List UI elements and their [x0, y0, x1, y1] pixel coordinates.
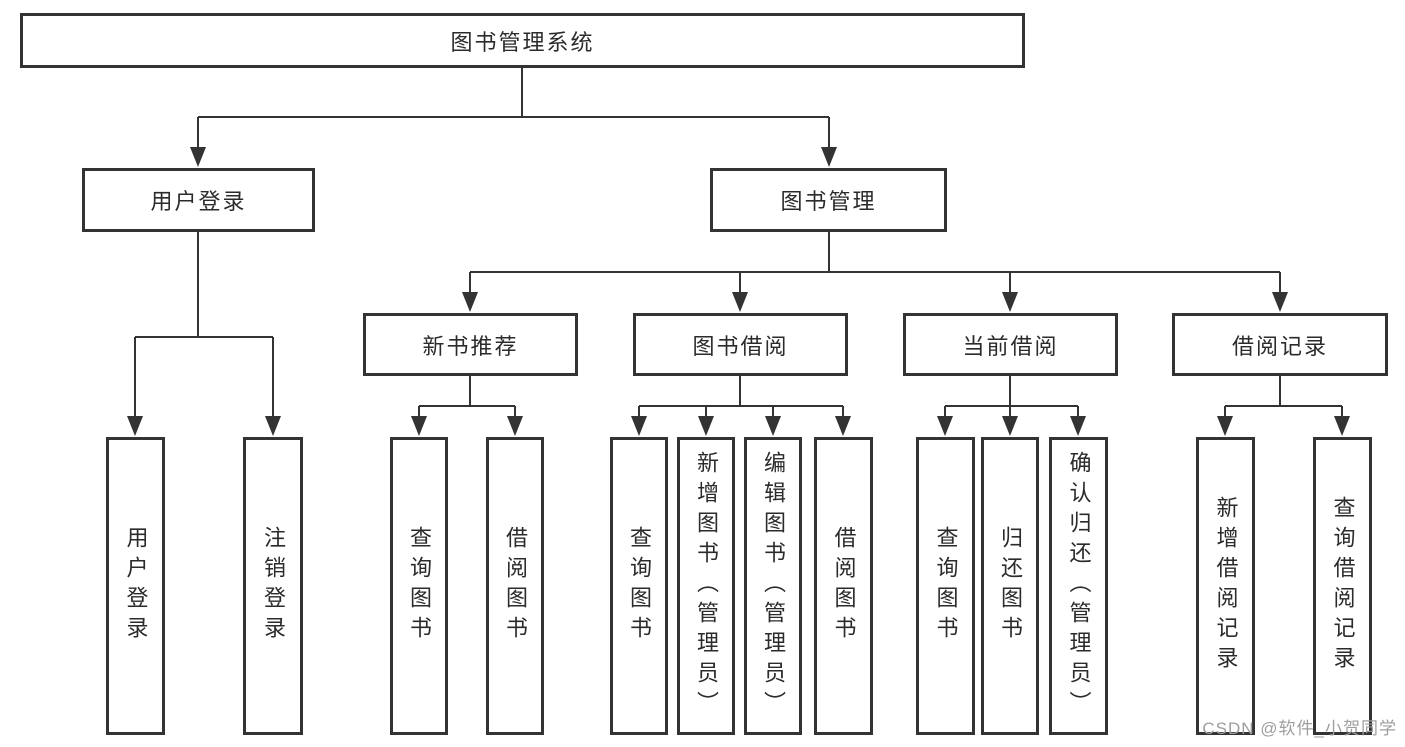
leaf-add-books-admin: 新增图书（管理员）: [677, 437, 735, 735]
edges-borrow-record-to-leaves: [1224, 376, 1343, 420]
leaf-confirm-return-admin: 确认归还（管理员）: [1049, 437, 1108, 735]
leaf-query-books-recommend: 查询图书: [390, 437, 448, 735]
node-borrow-record: 借阅记录: [1172, 313, 1388, 376]
edges-book-management-to-level3: [469, 232, 1281, 296]
leaf-add-borrow-record: 新增借阅记录: [1196, 437, 1255, 735]
node-current-borrow: 当前借阅: [903, 313, 1118, 376]
leaf-query-books-current: 查询图书: [916, 437, 975, 735]
leaf-user-login: 用户登录: [106, 437, 165, 735]
leaf-query-borrow-record: 查询借阅记录: [1313, 437, 1372, 735]
node-book-borrow: 图书借阅: [633, 313, 848, 376]
edges-user-login-to-leaves: [134, 232, 274, 420]
edges-book-borrow-to-leaves: [638, 376, 844, 420]
leaf-borrow-books: 借阅图书: [814, 437, 873, 735]
node-user-login: 用户登录: [82, 168, 315, 232]
node-book-management: 图书管理: [710, 168, 947, 232]
leaf-edit-books-admin: 编辑图书（管理员）: [744, 437, 802, 735]
leaf-return-books: 归还图书: [981, 437, 1039, 735]
csdn-watermark: CSDN @软件_小贺同学: [1202, 719, 1397, 738]
edges-root-to-level2: [197, 68, 830, 150]
leaf-query-books-borrow: 查询图书: [610, 437, 668, 735]
leaf-borrow-books-recommend: 借阅图书: [486, 437, 544, 735]
edges-current-borrow-to-leaves: [944, 376, 1079, 420]
leaf-logout: 注销登录: [243, 437, 303, 735]
node-new-book-recommend: 新书推荐: [363, 313, 578, 376]
node-library-management-system: 图书管理系统: [20, 13, 1025, 68]
edges-new-book-recommend-to-leaves: [418, 376, 516, 420]
